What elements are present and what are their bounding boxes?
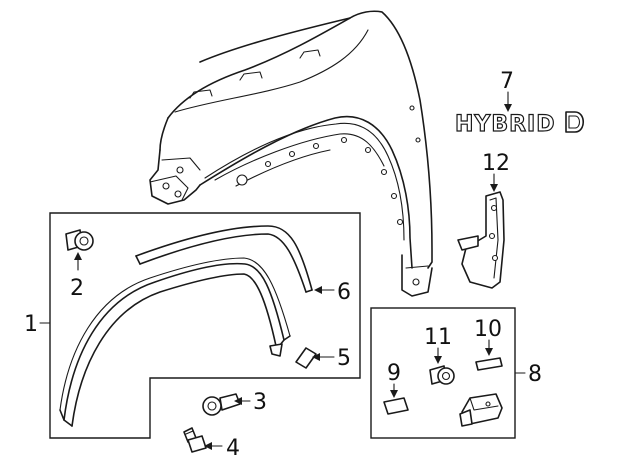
strip-10 [475,357,503,371]
mount-bracket [459,393,503,427]
leader-7 [504,91,512,112]
fender-panel [149,10,433,297]
bolt-4 [183,427,207,453]
leader-4 [204,442,223,450]
callout-9: 9 [387,361,401,386]
callout-5: 5 [337,346,351,371]
callout-12: 12 [482,151,510,176]
callout-2: 2 [70,276,84,301]
callout-4: 4 [226,436,240,461]
leader-6 [314,286,335,294]
screw-3 [202,393,241,416]
group-box-1 [49,212,361,439]
callout-3: 3 [253,390,267,415]
leader-10 [485,339,493,356]
leader-9 [390,383,398,398]
leader-11 [434,347,442,364]
callout-7: 7 [500,69,514,94]
hybrid-badge: HYBRID [454,111,585,138]
callout-8: 8 [528,362,542,387]
adhesive-tape [295,347,317,369]
leader-2 [74,252,82,271]
wheel-flare [59,257,291,427]
callout-6: 6 [337,280,351,305]
leader-12 [490,173,498,192]
clip-11 [429,365,455,385]
fender-holes [162,105,421,286]
pad-9 [383,397,409,415]
mud-flap [457,191,505,289]
callout-11: 11 [424,325,452,350]
leader-5 [312,353,335,361]
callout-10: 10 [474,317,502,342]
push-clip [65,229,94,251]
hybrid-badge-text: HYBRID [455,112,556,137]
callout-1: 1 [24,312,38,337]
molding-strip [135,225,313,293]
leader-3 [234,397,251,405]
